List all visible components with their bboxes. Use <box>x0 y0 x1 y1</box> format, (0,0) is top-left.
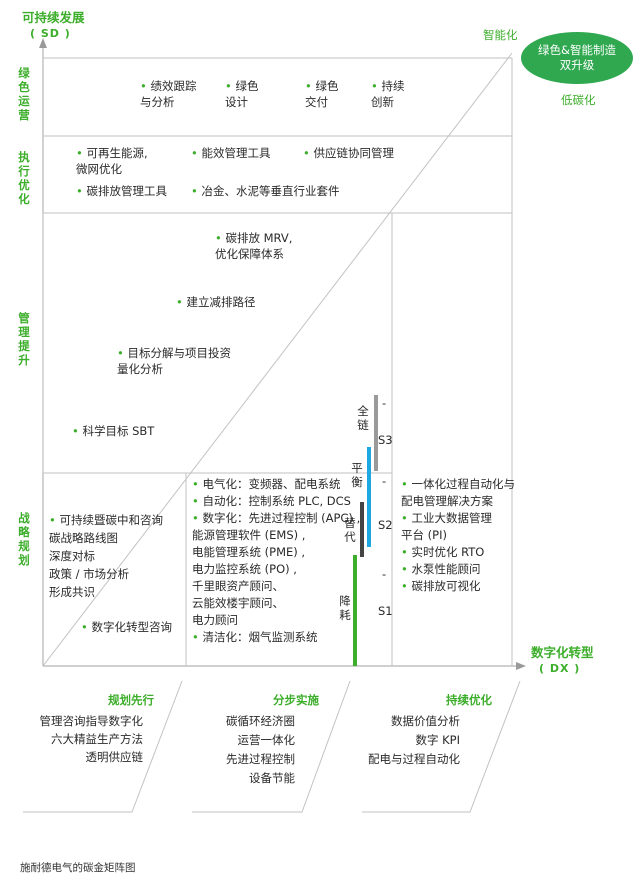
panel-step-item: 先进过程控制 <box>226 752 295 766</box>
stage-dash-1: - <box>382 396 387 410</box>
item-strategy-consulting: 可持续暨碳中和咨询 碳战略路线图 深度对标 政策 / 市场分析 形成共识 <box>49 513 163 599</box>
stage-label-full-chain: 全 链 <box>357 404 369 432</box>
item-carbon-mgmt-tool: 碳排放管理工具 <box>76 183 167 199</box>
row-label-management: 管理提升 <box>18 311 30 367</box>
item-green-design: 绿色 设计 <box>225 78 258 110</box>
item-electrification: 电气化：变频器、配电系统 <box>192 476 360 493</box>
stage-s2: S2 <box>378 518 393 532</box>
panel-continuous-item: 配电与过程自动化 <box>368 752 460 766</box>
item-renewable-energy: 可再生能源, 微网优化 <box>76 145 148 177</box>
item-energy-mgmt-tool: 能效管理工具 <box>191 145 270 161</box>
panel-planning-item: 六大精益生产方法 <box>51 732 143 746</box>
item-dx-consulting: 数字化转型咨询 <box>81 619 172 635</box>
item-carbon-mrv: 碳排放 MRV, 优化保障体系 <box>215 230 292 262</box>
item-integrated-automation: 一体化过程自动化与 配电管理解决方案 <box>401 476 515 510</box>
item-pump-advisor: 水泵性能顾问 <box>401 561 515 578</box>
badge-text: 绿色&智能制造 双升级 <box>538 43 616 72</box>
item-vertical-suite: 冶金、水泥等垂直行业套件 <box>191 183 339 199</box>
item-rto: 实时优化 RTO <box>401 544 515 561</box>
strategy-right-list: 一体化过程自动化与 配电管理解决方案 工业大数据管理 平台 (PI) 实时优化 … <box>401 476 515 595</box>
x-axis-title: 数字化转型 ( DX ) <box>531 645 594 677</box>
item-digitalization: 数字化：先进过程控制 (APC) , 能源管理软件 (EMS) , 电能管理系统… <box>192 510 360 629</box>
panel-continuous-title: 持续优化 <box>446 693 492 707</box>
x-axis-title-text: 数字化转型 <box>531 645 594 660</box>
strategy-mid-list: 电气化：变频器、配电系统 自动化：控制系统 PLC, DCS 数字化：先进过程控… <box>192 476 360 646</box>
label-intelligent: 智能化 <box>483 28 518 42</box>
stage-label-substitute: 替 代 <box>344 516 356 544</box>
stage-label-reduce: 降 耗 <box>339 594 351 622</box>
panel-continuous-item: 数据价值分析 <box>391 714 460 728</box>
panel-step-item: 设备节能 <box>249 771 295 785</box>
row-label-strategy: 战略规划 <box>18 511 30 567</box>
panel-planning-item: 管理咨询指导数字化 <box>39 714 144 728</box>
item-clean: 清洁化：烟气监测系统 <box>192 629 360 646</box>
y-axis-title-text: 可持续发展 <box>22 10 85 25</box>
row-label-execution: 执行优化 <box>18 150 30 206</box>
panel-planning-items: 管理咨询指导数字化 六大精益生产方法 透明供应链 <box>33 712 144 766</box>
item-sbt: 科学目标 SBT <box>72 423 154 439</box>
row-label-green-ops: 绿色运营 <box>18 66 30 122</box>
stage-s3: S3 <box>378 433 393 447</box>
item-carbon-visualization: 碳排放可视化 <box>401 578 515 595</box>
green-intelligent-badge: 绿色&智能制造 双升级 <box>521 32 633 84</box>
panel-step-item: 运营一体化 <box>237 733 296 747</box>
panel-step-item: 碳循环经济圈 <box>226 714 295 728</box>
stage-dash-2: - <box>382 474 387 488</box>
item-reduction-path: 建立减排路径 <box>176 294 255 310</box>
item-target-decomposition: 目标分解与项目投资 量化分析 <box>117 345 231 377</box>
figure-caption: 施耐德电气的碳金矩阵图 <box>20 862 136 874</box>
label-low-carbon: 低碳化 <box>561 93 596 107</box>
panel-continuous-items: 数据价值分析 数字 KPI 配电与过程自动化 <box>363 712 460 769</box>
stage-label-balance: 平 衡 <box>351 461 363 489</box>
panel-step-title: 分步实施 <box>273 693 319 707</box>
item-performance-tracking: 绩效跟踪 与分析 <box>140 78 196 110</box>
item-green-delivery: 绿色 交付 <box>305 78 338 110</box>
item-automation: 自动化：控制系统 PLC, DCS <box>192 493 360 510</box>
panel-planning-item: 透明供应链 <box>85 750 144 764</box>
panel-step-items: 碳循环经济圈 运营一体化 先进过程控制 设备节能 <box>215 712 295 788</box>
item-supply-chain: 供应链协同管理 <box>303 145 394 161</box>
panel-continuous-item: 数字 KPI <box>415 733 460 747</box>
item-continuous-innovation: 持续 创新 <box>371 78 404 110</box>
strategy-consulting-list: • 可持续暨碳中和咨询 碳战略路线图 深度对标 政策 / 市场分析 形成共识 <box>49 513 163 599</box>
panel-planning-title: 规划先行 <box>108 693 154 707</box>
stage-dash-3: - <box>382 567 387 581</box>
y-axis-abbr: ( SD ) <box>30 27 71 40</box>
y-axis-title: 可持续发展 ( SD ) <box>22 10 85 42</box>
item-industrial-bigdata: 工业大数据管理 平台 (PI) <box>401 510 515 544</box>
x-axis-abbr: ( DX ) <box>539 662 581 675</box>
stage-s1: S1 <box>378 604 393 618</box>
